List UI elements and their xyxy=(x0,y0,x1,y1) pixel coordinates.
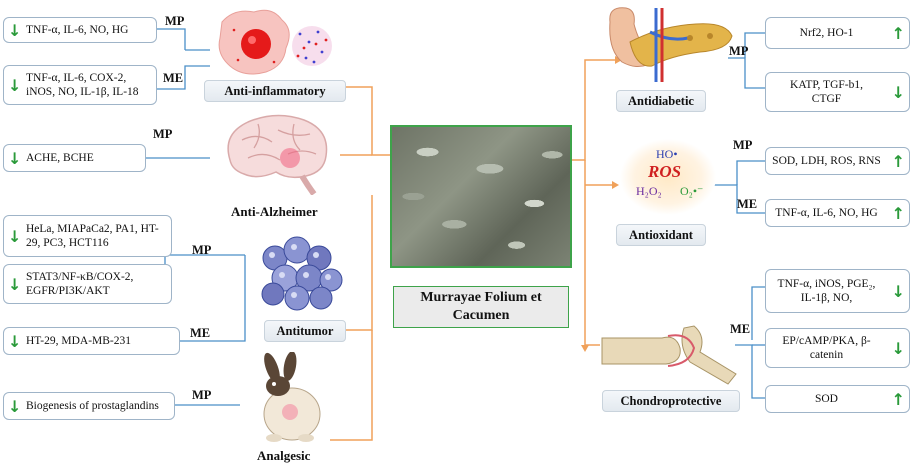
tag-mp: MP xyxy=(192,388,212,402)
effect-box: TNF-α, iNOS, PGE₂, IL-1β, NO, ↓ xyxy=(765,269,910,313)
down-arrow-icon: ↓ xyxy=(8,332,22,351)
effect-box: ↓ STAT3/NF-κB/COX-2, EGFR/PI3K/AKT xyxy=(3,264,172,304)
effect-text: ACHE, BCHE xyxy=(26,152,94,164)
effect-text: SOD, LDH, ROS, RNS xyxy=(772,155,881,167)
herb-photo xyxy=(390,125,572,268)
down-arrow-icon: ↓ xyxy=(8,397,22,416)
up-arrow-icon: ↑ xyxy=(891,390,905,409)
category-antitumor: Antitumor xyxy=(264,320,346,342)
tag-mp: MP xyxy=(192,243,212,257)
effect-box: ↓ ACHE, BCHE xyxy=(3,144,146,172)
ros-o2-label: O₂•⁻ xyxy=(680,184,704,198)
ros-illustration: HO• ROS H₂O₂ O₂•⁻ xyxy=(618,138,718,216)
ros-title: ROS xyxy=(648,162,682,181)
effect-box: ↓ HT-29, MDA-MB-231 xyxy=(3,327,180,355)
down-arrow-icon: ↓ xyxy=(8,149,22,168)
effect-box: ↓ HeLa, MIAPaCa2, PA1, HT-29, PC3, HCT11… xyxy=(3,215,172,257)
effect-box: KATP, TGF-b1, CTGF ↓ xyxy=(765,72,910,112)
tag-me: ME xyxy=(737,197,758,211)
down-arrow-icon: ↓ xyxy=(891,282,905,301)
effect-box: ↓ TNF-α, IL-6, NO, HG xyxy=(3,17,157,43)
effect-box: ↓ TNF-α, IL-6, COX-2, iNOS, NO, IL-1β, I… xyxy=(3,65,157,105)
category-antioxidant: Antioxidant xyxy=(616,224,706,246)
effect-text: TNF-α, iNOS, PGE₂, IL-1β, NO, xyxy=(777,278,876,304)
ros-ho-label: HO• xyxy=(656,147,678,161)
down-arrow-icon: ↓ xyxy=(891,83,905,102)
tag-mp: MP xyxy=(733,138,753,152)
category-analgesic: Analgesic xyxy=(257,448,311,463)
category-antidiabetic: Antidiabetic xyxy=(616,90,706,112)
down-arrow-icon: ↓ xyxy=(8,275,22,294)
up-arrow-icon: ↑ xyxy=(891,204,905,223)
effect-box: ↓ Biogenesis of prostaglandins xyxy=(3,392,175,420)
tag-mp: MP xyxy=(165,14,185,28)
effect-text: SOD xyxy=(814,393,838,405)
tag-mp: MP xyxy=(729,44,749,58)
tag-mp: MP xyxy=(153,127,173,141)
effect-text: KATP, TGF-b1, CTGF xyxy=(790,79,863,105)
joint-illustration xyxy=(598,318,738,388)
down-arrow-icon: ↓ xyxy=(8,21,22,40)
effect-text: HT-29, MDA-MB-231 xyxy=(26,335,131,347)
effect-text: Nrf2, HO-1 xyxy=(799,27,854,39)
effect-box: EP/cAMP/PKA, β-catenin ↓ xyxy=(765,328,910,368)
tag-me: ME xyxy=(163,71,184,85)
effect-text: TNF-α, IL-6, COX-2, iNOS, NO, IL-1β, IL-… xyxy=(26,72,139,98)
effect-text: HeLa, MIAPaCa2, PA1, HT-29, PC3, HCT116 xyxy=(26,223,159,249)
up-arrow-icon: ↑ xyxy=(891,152,905,171)
down-arrow-icon: ↓ xyxy=(891,339,905,358)
category-anti-alzheimer: Anti-Alzheimer xyxy=(231,204,318,219)
category-anti-inflammatory: Anti-inflammatory xyxy=(204,80,346,102)
inflammation-cell-illustration xyxy=(214,4,334,82)
effect-text: STAT3/NF-κB/COX-2, EGFR/PI3K/AKT xyxy=(26,271,134,297)
effect-box: TNF-α, IL-6, NO, HG ↑ xyxy=(765,199,910,227)
pancreas-illustration xyxy=(600,2,740,90)
tumor-cells-illustration xyxy=(255,228,345,313)
center-title: Murrayae Folium et Cacumen xyxy=(393,286,569,328)
effect-box: SOD, LDH, ROS, RNS ↑ xyxy=(765,147,910,175)
effect-text: Biogenesis of prostaglandins xyxy=(26,400,159,412)
effect-text: TNF-α, IL-6, NO, HG xyxy=(26,24,129,36)
rabbit-illustration xyxy=(244,351,339,447)
tag-me: ME xyxy=(730,322,751,336)
category-chondroprotective: Chondroprotective xyxy=(602,390,740,412)
up-arrow-icon: ↑ xyxy=(891,24,905,43)
effect-box: Nrf2, HO-1 ↑ xyxy=(765,17,910,49)
effect-text: TNF-α, IL-6, NO, HG xyxy=(775,207,878,219)
down-arrow-icon: ↓ xyxy=(8,227,22,246)
effect-box: SOD ↑ xyxy=(765,385,910,413)
tag-me: ME xyxy=(190,326,211,340)
brain-illustration xyxy=(218,110,338,196)
effect-text: EP/cAMP/PKA, β-catenin xyxy=(782,335,871,361)
ros-h2o2-label: H₂O₂ xyxy=(636,184,662,198)
down-arrow-icon: ↓ xyxy=(8,76,22,95)
